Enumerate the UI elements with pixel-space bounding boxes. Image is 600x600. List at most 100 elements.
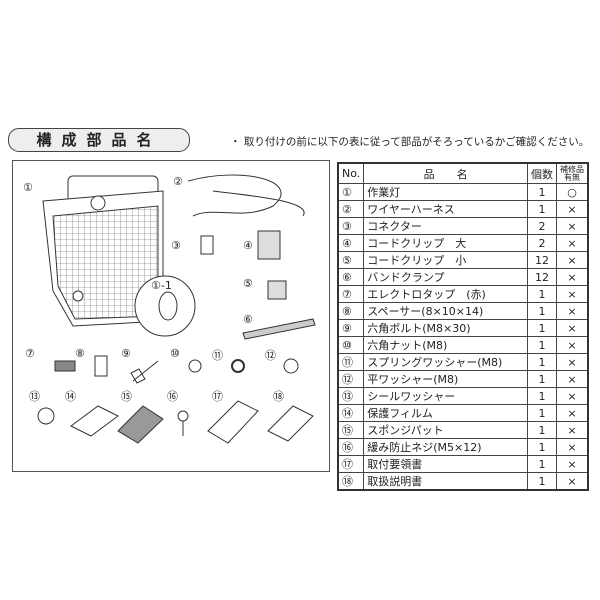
part-name: スプリングワッシャー(M8) [363, 353, 528, 371]
part-qty: 1 [527, 319, 557, 337]
repair-availability: ○ [556, 183, 589, 201]
label-11: ⑪ [212, 349, 223, 362]
part-name: コードクリップ 小 [363, 251, 528, 269]
label-18: ⑱ [273, 390, 284, 403]
spring-washer [231, 359, 245, 373]
parts-illustration: ① ② ③ ④ ⑤ ⑥ ①-1 ⑦ ⑧ ⑨ ⑩ ⑪ ⑫ ⑬ ⑭ ⑮ ⑯ ⑰ ⑱ [12, 160, 330, 472]
part-name: 六角ナット(M8) [363, 336, 528, 354]
wire-harness [187, 174, 305, 217]
label-9: ⑨ [121, 347, 131, 360]
parts-drawing [37, 174, 316, 444]
label-4: ④ [243, 239, 253, 252]
part-qty: 1 [527, 336, 557, 354]
part-name: コネクター [363, 217, 528, 235]
band-clamp [242, 318, 316, 340]
cord-clip-large [257, 230, 281, 260]
part-name: 緩み防止ネジ(M5×12) [363, 438, 528, 456]
part-qty: 1 [527, 302, 557, 320]
label-14: ⑭ [65, 390, 76, 403]
repair-availability: × [556, 268, 589, 286]
part-no: ⑧ [337, 302, 365, 320]
part-qty: 1 [527, 472, 557, 491]
part-name: 六角ボルト(M8×30) [363, 319, 528, 337]
part-name: 作業灯 [363, 183, 528, 201]
label-12: ⑫ [265, 349, 276, 362]
part-name: 取扱説明書 [363, 472, 528, 491]
part-name: 取付要領書 [363, 455, 528, 473]
part-name: スポンジパット [363, 421, 528, 439]
part-name: コードクリップ 大 [363, 234, 528, 252]
header-name: 品 名 [363, 162, 528, 184]
electro-tap [54, 360, 76, 372]
anti-loosen-screw [177, 410, 189, 436]
part-qty: 1 [527, 353, 557, 371]
part-qty: 1 [527, 183, 557, 201]
part-no: ⑪ [337, 353, 365, 371]
part-name: 保護フィルム [363, 404, 528, 422]
part-qty: 1 [527, 387, 557, 405]
header-qty: 個数 [527, 162, 557, 184]
repair-availability: × [556, 336, 589, 354]
part-name: バンドクランプ [363, 268, 528, 286]
repair-availability: × [556, 370, 589, 388]
label-2: ② [173, 175, 183, 188]
repair-availability: × [556, 438, 589, 456]
part-qty: 12 [527, 268, 557, 286]
part-qty: 1 [527, 455, 557, 473]
part-no: ⑬ [337, 387, 365, 405]
label-7: ⑦ [25, 347, 35, 360]
part-name: シールワッシャー [363, 387, 528, 405]
label-16: ⑯ [167, 390, 178, 403]
section-title: 構成部品名 [8, 128, 190, 152]
repair-availability: × [556, 217, 589, 235]
repair-availability: × [556, 319, 589, 337]
seal-washer [37, 407, 55, 425]
repair-availability: × [556, 455, 589, 473]
part-qty: 1 [527, 285, 557, 303]
repair-availability: × [556, 251, 589, 269]
part-no: ⑰ [337, 455, 365, 473]
part-no: ③ [337, 217, 365, 235]
sponge-pad [117, 405, 164, 444]
part-no: ⑱ [337, 472, 365, 491]
part-name: スペーサー(8×10×14) [363, 302, 528, 320]
part-qty: 12 [527, 251, 557, 269]
repair-availability: × [556, 200, 589, 218]
part-no: ④ [337, 234, 365, 252]
repair-availability: × [556, 285, 589, 303]
part-qty: 2 [527, 217, 557, 235]
part-no: ② [337, 200, 365, 218]
label-17: ⑰ [212, 390, 223, 403]
header-no: No. [337, 162, 365, 184]
part-name: エレクトロタップ (赤) [363, 285, 528, 303]
repair-availability: × [556, 404, 589, 422]
flat-washer [283, 358, 299, 374]
part-qty: 1 [527, 370, 557, 388]
repair-availability: × [556, 387, 589, 405]
part-no: ⑦ [337, 285, 365, 303]
label-15: ⑮ [121, 390, 132, 403]
cord-clip-small [267, 280, 287, 300]
part-qty: 1 [527, 200, 557, 218]
label-5: ⑤ [243, 277, 253, 290]
part-no: ⑥ [337, 268, 365, 286]
label-6: ⑥ [243, 313, 253, 326]
label-10: ⑩ [170, 347, 180, 360]
part-no: ⑫ [337, 370, 365, 388]
part-no: ① [337, 183, 365, 201]
part-no: ⑮ [337, 421, 365, 439]
repair-availability: × [556, 421, 589, 439]
